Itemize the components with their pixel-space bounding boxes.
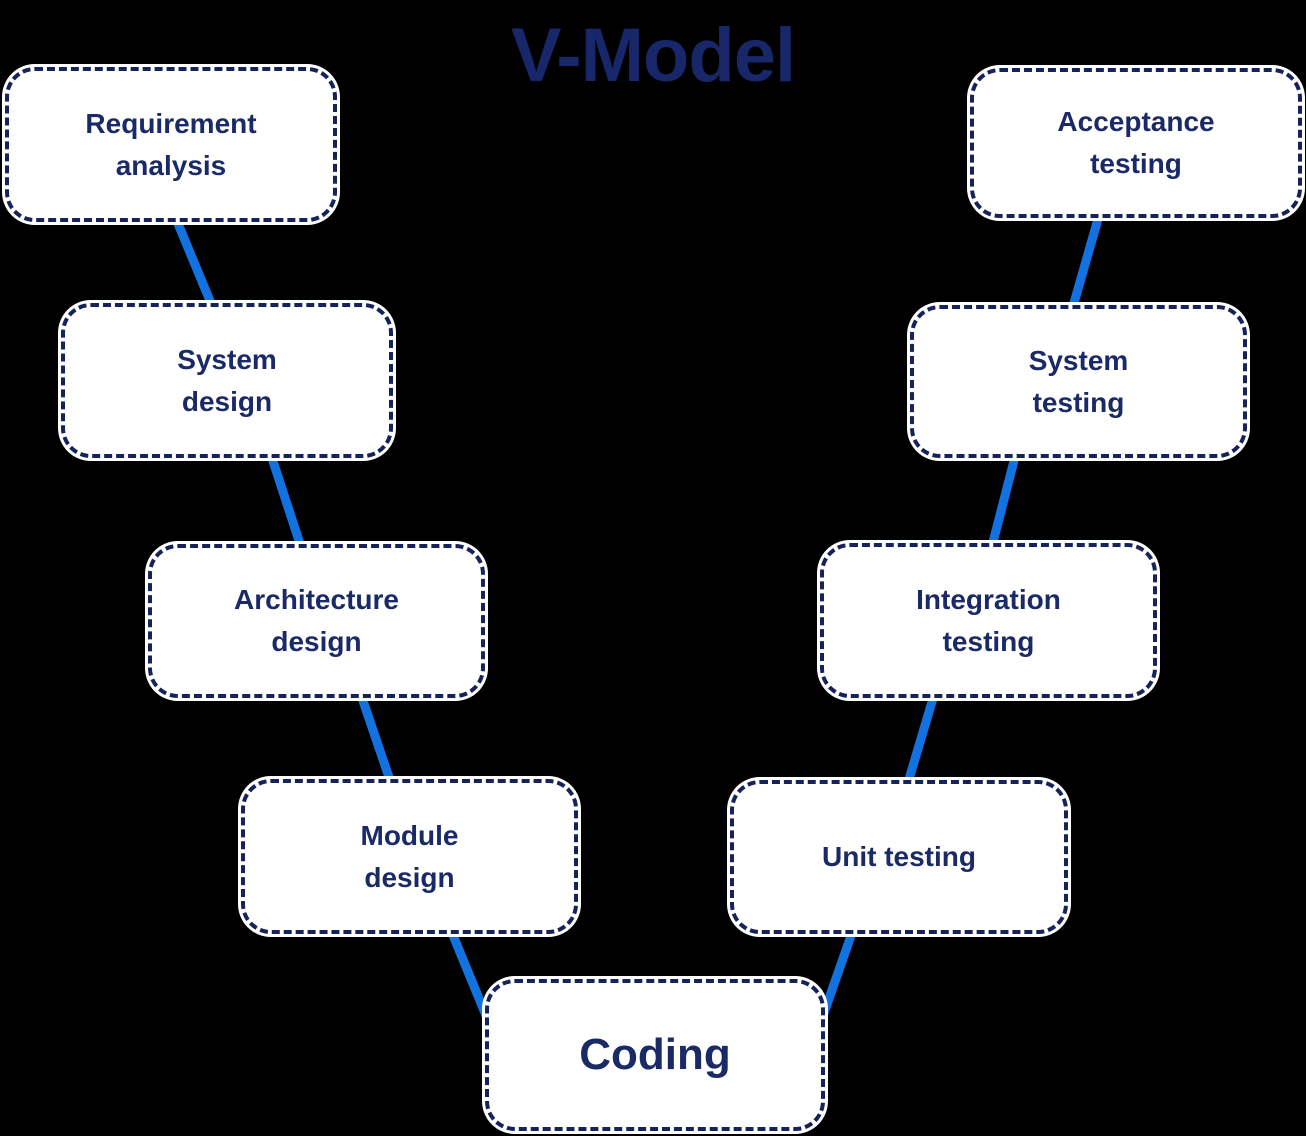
node-requirement-analysis: Requirement analysis (5, 67, 337, 222)
node-architecture-design-label-line: Architecture (234, 584, 399, 615)
node-acceptance-testing: Acceptance testing (970, 68, 1302, 218)
node-integration-testing-label-line: Integration (916, 583, 1061, 615)
connector-acceptance-testing-to-system-testing (1067, 210, 1105, 312)
node-unit-testing-label-line: Unit testing (822, 841, 976, 872)
node-system-testing-label-line: System (1028, 344, 1129, 376)
connector-architecture-design-to-module-design (355, 690, 397, 788)
node-system-design: System design (61, 303, 393, 458)
connector-requirement-analysis-to-system-design (169, 212, 218, 310)
node-system-testing-label-line: testing (1032, 386, 1125, 418)
connector-integration-testing-to-unit-testing (902, 693, 939, 788)
node-system-testing: System testing (910, 305, 1247, 458)
node-architecture-design: Architecture design (148, 544, 485, 698)
node-system-design-label-line: design (181, 385, 273, 417)
node-integration-testing: Integration testing (820, 543, 1157, 698)
node-module-design: Module design (241, 779, 578, 934)
node-module-design-label-line: design (364, 861, 455, 893)
node-module-design-label-line: Module (360, 819, 459, 851)
node-requirement-analysis-label-line: Requirement (85, 107, 257, 139)
connector-system-testing-to-integration-testing (986, 451, 1021, 552)
node-coding: Coding (485, 979, 825, 1131)
node-unit-testing: Unit testing (730, 780, 1068, 934)
node-integration-testing-label-line: testing (942, 625, 1035, 657)
connector-system-design-to-architecture-design (265, 450, 307, 552)
node-system-design-label-line: System (177, 343, 277, 375)
node-architecture-design-label-line: design (271, 626, 362, 657)
node-acceptance-testing-label-line: Acceptance (1057, 106, 1215, 137)
diagram-title: V-Model (510, 13, 796, 98)
node-requirement-analysis-label-line: analysis (115, 149, 227, 181)
node-acceptance-testing-label-line: testing (1090, 148, 1182, 179)
node-coding-label-line: Coding (579, 1030, 731, 1079)
